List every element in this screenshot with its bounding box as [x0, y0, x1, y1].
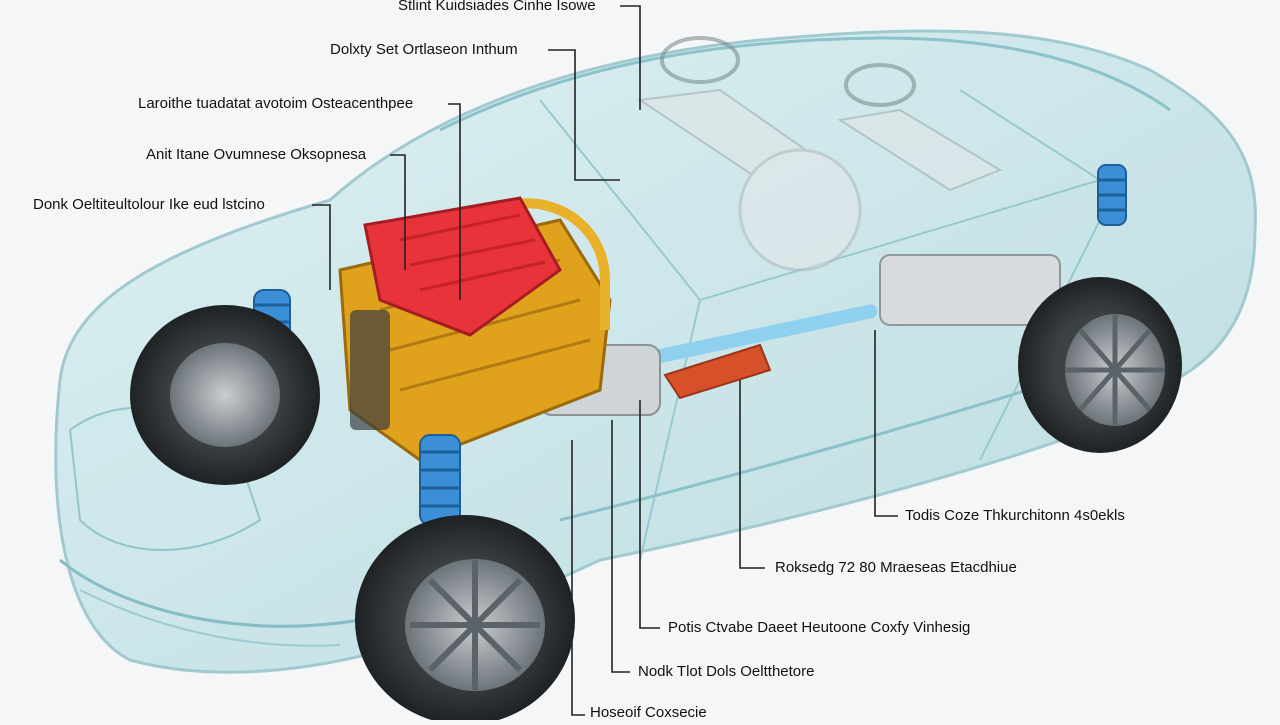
label-top: Stlint Kuidsiades Cinhe Isowe [398, 0, 596, 14]
front-right-spring [419, 434, 461, 526]
rear-spring [1097, 164, 1127, 226]
label-right-3: Potis Ctvabe Daeet Heutoone Coxfy Vinhes… [668, 619, 971, 636]
label-right-4: Nodk Tlot Dols Oeltthetore [638, 663, 815, 680]
label-left-1: Dolxty Set Ortlaseon Inthum [330, 41, 518, 58]
exhaust-component [663, 343, 772, 400]
leader-lines [312, 5, 898, 716]
rear-wheel [1018, 277, 1182, 453]
interior [637, 36, 1003, 272]
label-left-3: Anit Itane Ovumnese Oksopnesa [146, 146, 367, 163]
label-left-4: Donk Oeltiteultolour Ike eud lstcino [33, 196, 265, 213]
label-bottom: Hoseoif Coxsecie [590, 704, 707, 721]
label-right-1: Todis Coze Thkurchitonn 4s0ekls [905, 507, 1125, 524]
label-right-2: Roksedg 72 80 Mraeseas Etacdhiue [775, 559, 1017, 576]
label-left-2: Laroithe tuadatat avotoim Osteacenthpee [138, 95, 414, 112]
front-left-wheel [130, 305, 320, 485]
front-right-wheel [355, 515, 575, 725]
